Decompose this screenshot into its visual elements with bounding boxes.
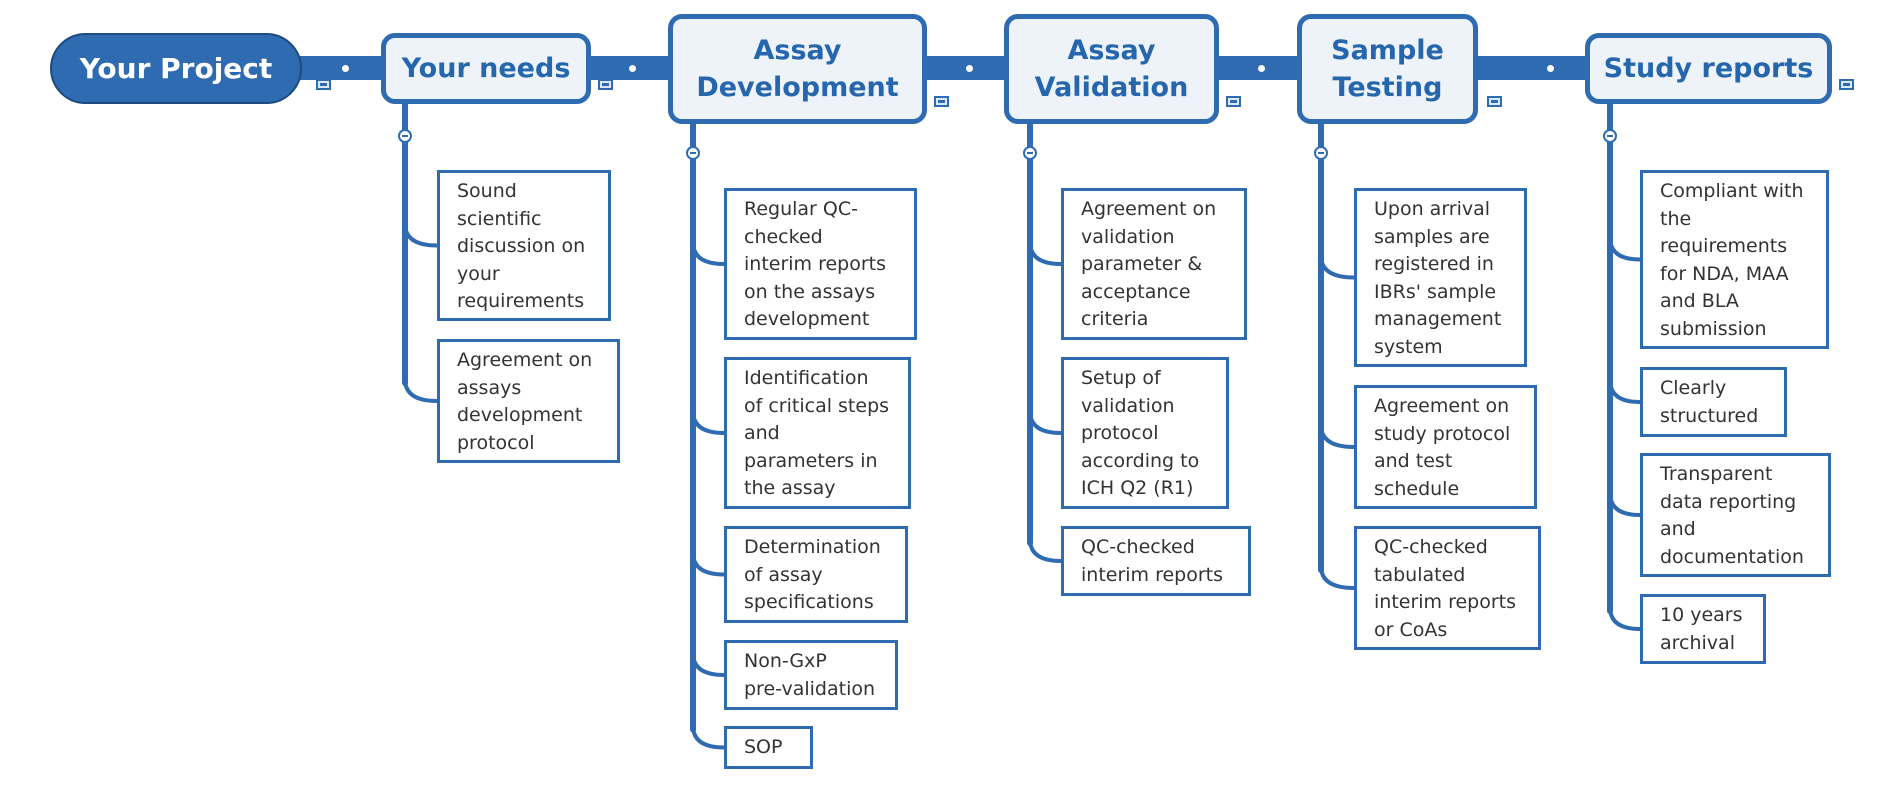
phase-node-sample-testing[interactable]: Sample Testing: [1297, 14, 1478, 124]
leaf-node[interactable]: Clearly structured: [1640, 367, 1787, 437]
note-icon[interactable]: [316, 79, 331, 90]
phase-title: Assay Development: [696, 35, 899, 103]
branch-curve: [691, 552, 725, 577]
branch-curve: [691, 725, 725, 750]
leaf-node[interactable]: Upon arrival samples are registered in I…: [1354, 188, 1527, 367]
branch-curve: [403, 223, 438, 248]
phase-title: Study reports: [1603, 53, 1814, 84]
connector-dot: [1258, 65, 1265, 72]
leaf-node[interactable]: QC-checked interim reports: [1061, 526, 1251, 596]
note-icon[interactable]: [1487, 96, 1502, 107]
phase-node-study-reports[interactable]: Study reports: [1585, 33, 1832, 104]
branch-curve: [1319, 565, 1355, 590]
phase-node-your-needs[interactable]: Your needs: [381, 33, 591, 104]
leaf-node[interactable]: Determination of assay specifications: [724, 526, 908, 623]
phase-node-assay-development[interactable]: Assay Development: [668, 14, 927, 124]
connector-dot: [966, 65, 973, 72]
note-icon[interactable]: [1839, 79, 1854, 90]
leaf-node[interactable]: Agreement on assays development protocol: [437, 339, 620, 463]
note-icon[interactable]: [598, 79, 613, 90]
branch-curve: [1028, 241, 1062, 266]
leaf-node[interactable]: 10 years archival: [1640, 594, 1766, 664]
branch-curve: [691, 241, 725, 266]
branch-curve: [1608, 492, 1641, 517]
branch-curve: [1608, 237, 1641, 262]
leaf-node[interactable]: Identification of critical steps and par…: [724, 357, 911, 509]
collapse-icon[interactable]: [1314, 146, 1328, 160]
phase-node-assay-validation[interactable]: Assay Validation: [1004, 14, 1219, 124]
connector-dot: [342, 65, 349, 72]
phase-title: Sample Testing: [1331, 35, 1444, 103]
branch-curve: [1608, 379, 1641, 404]
collapse-icon[interactable]: [1023, 146, 1037, 160]
phase-title: Assay Validation: [1034, 35, 1189, 103]
note-icon[interactable]: [934, 96, 949, 107]
leaf-node[interactable]: Compliant with the requirements for NDA,…: [1640, 170, 1829, 349]
collapse-icon[interactable]: [1603, 129, 1617, 143]
note-icon[interactable]: [1226, 96, 1241, 107]
branch-curve: [691, 652, 725, 677]
leaf-node[interactable]: Agreement on study protocol and test sch…: [1354, 385, 1537, 509]
root-node[interactable]: Your Project: [50, 33, 302, 104]
leaf-node[interactable]: Sound scientific discussion on your requ…: [437, 170, 611, 321]
branch-curve: [1028, 538, 1062, 563]
connector-dot: [1547, 65, 1554, 72]
branch-curve: [403, 378, 438, 403]
collapse-icon[interactable]: [686, 146, 700, 160]
leaf-node[interactable]: Setup of validation protocol according t…: [1061, 357, 1229, 509]
branch-curve: [1319, 424, 1355, 449]
root-label: Your Project: [79, 52, 273, 85]
branch-curve: [1319, 255, 1355, 280]
branch-curve: [1028, 410, 1062, 435]
leaf-node[interactable]: Transparent data reporting and documenta…: [1640, 453, 1831, 577]
branch-curve: [691, 410, 725, 435]
leaf-node[interactable]: QC-checked tabulated interim reports or …: [1354, 526, 1541, 650]
leaf-node[interactable]: SOP: [724, 726, 813, 769]
collapse-icon[interactable]: [398, 129, 412, 143]
branch-curve: [1608, 606, 1641, 631]
phase-title: Your needs: [401, 53, 571, 84]
leaf-node[interactable]: Agreement on validation parameter & acce…: [1061, 188, 1247, 340]
leaf-node[interactable]: Non-GxP pre-validation: [724, 640, 898, 710]
connector-dot: [629, 65, 636, 72]
leaf-node[interactable]: Regular QC- checked interim reports on t…: [724, 188, 917, 340]
